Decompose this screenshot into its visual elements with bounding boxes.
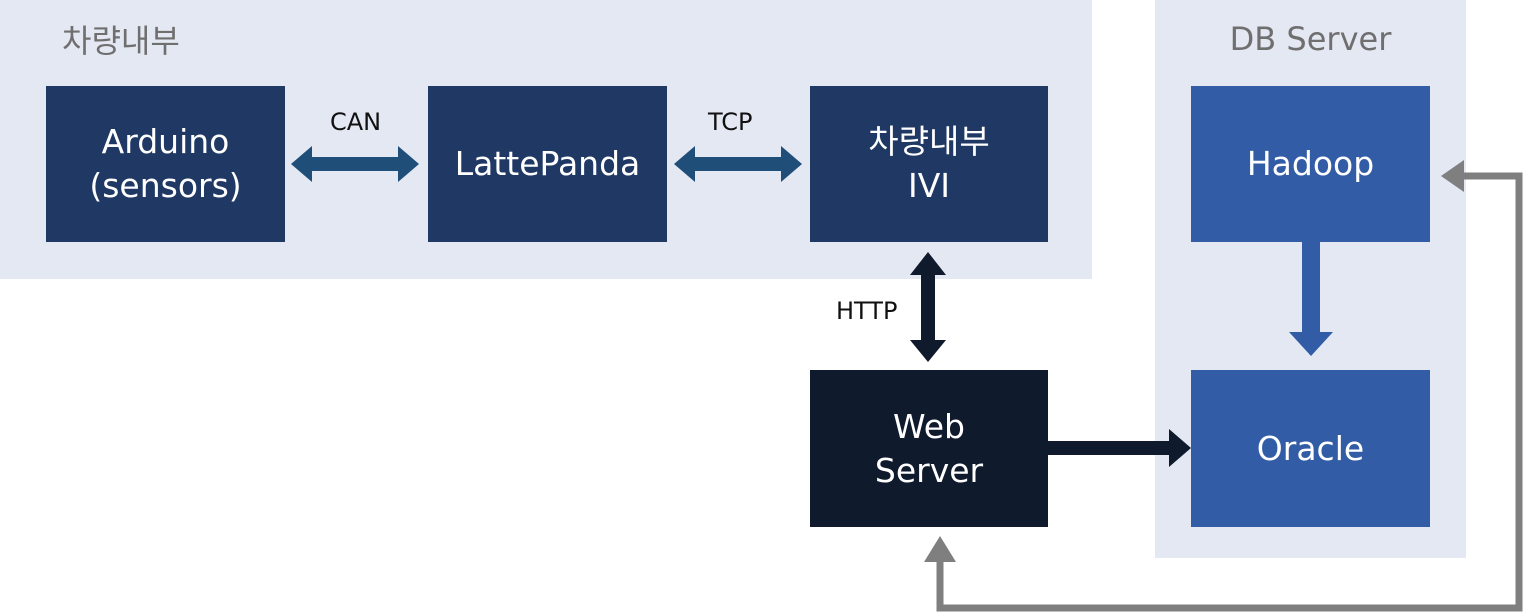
- hadoop-label: Hadoop: [1246, 144, 1375, 183]
- ivi-sublabel: IVI: [907, 166, 951, 205]
- oracle-node[interactable]: Oracle: [1191, 370, 1430, 527]
- http-label: HTTP: [836, 297, 898, 325]
- arduino-node[interactable]: Arduino (sensors): [46, 86, 285, 242]
- gray-arrowhead-webserver: [924, 536, 956, 562]
- webserver-to-oracle-arrow: [1048, 429, 1191, 467]
- can-label: CAN: [330, 108, 382, 136]
- oracle-label: Oracle: [1256, 428, 1365, 468]
- web-server-label: Web: [893, 406, 965, 446]
- ivi-label: 차량내부: [868, 122, 990, 161]
- hadoop-to-oracle-arrow: [1289, 242, 1333, 356]
- gray-loop-line: [936, 172, 1523, 612]
- hadoop-node[interactable]: Hadoop: [1191, 86, 1430, 242]
- web-server-node[interactable]: Web Server: [810, 370, 1048, 527]
- can-double-arrow: [291, 146, 419, 182]
- db-region-title: DB Server: [1229, 20, 1392, 58]
- ivi-node[interactable]: 차량내부 IVI: [810, 86, 1048, 242]
- arduino-sublabel: (sensors): [89, 166, 242, 205]
- tcp-double-arrow: [674, 146, 802, 182]
- web-server-sublabel: Server: [874, 450, 984, 490]
- http-double-arrow: [910, 252, 946, 362]
- lattepanda-label: LattePanda: [454, 144, 641, 183]
- vehicle-region-title: 차량내부: [62, 22, 180, 60]
- arduino-label: Arduino: [101, 122, 230, 161]
- lattepanda-node[interactable]: LattePanda: [428, 86, 667, 242]
- gray-arrowhead-hadoop: [1441, 160, 1464, 192]
- tcp-label: TCP: [708, 108, 753, 136]
